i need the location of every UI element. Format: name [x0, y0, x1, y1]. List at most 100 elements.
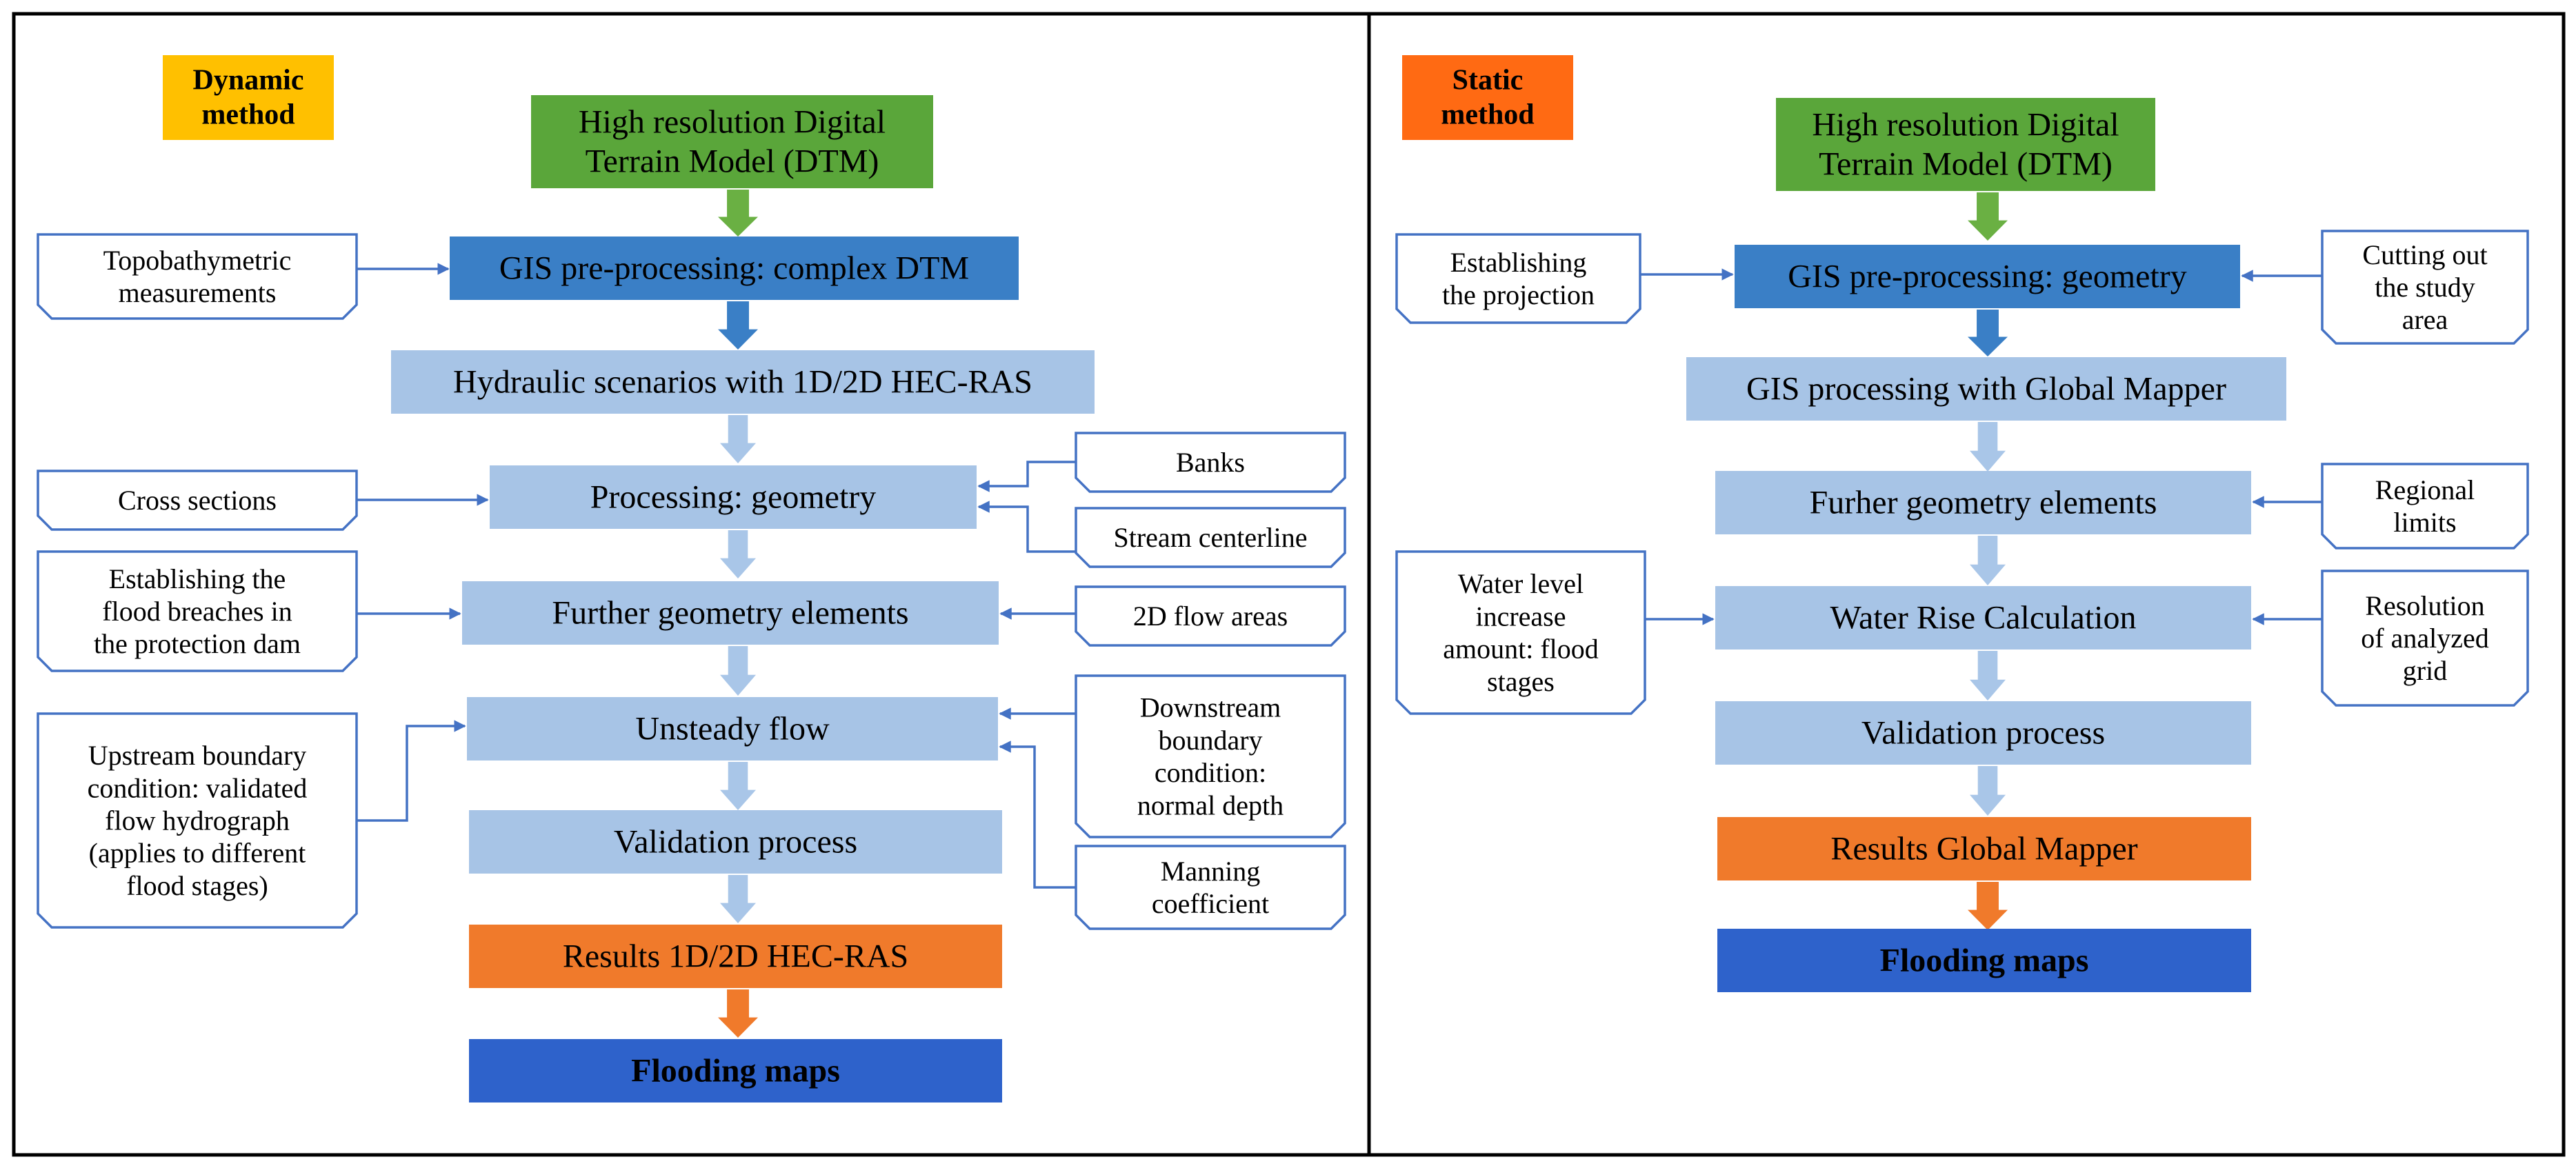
dynamic-results-box-label: Results 1D/2D HEC-RAS — [563, 938, 908, 975]
callout-projection-label-line: Establishing — [1450, 247, 1587, 278]
callout-manning — [1075, 845, 1346, 930]
callout-banks — [1075, 432, 1346, 493]
callout-2d-flow-areas-label-line: 2D flow areas — [1133, 601, 1288, 632]
dynamic-arrow-processing — [720, 530, 756, 578]
static-gis-preprocessing-box-label: GIS pre-processing: geometry — [1788, 259, 2187, 295]
callout-cutting-study-area-shape — [2321, 230, 2529, 345]
dynamic-method-label-label-line: method — [201, 99, 294, 130]
dynamic-arrow-gis — [718, 301, 758, 350]
dynamic-further-geometry-box — [462, 581, 999, 645]
callout-upstream-boundary-label-line: condition: validated — [88, 772, 308, 803]
callout-topobathymetric-label-line: Topobathymetric — [103, 245, 292, 276]
callout-water-level — [1395, 550, 1646, 715]
static-validation-box-shape — [1715, 701, 2251, 765]
dynamic-method-label-label-line: Dynamic — [193, 65, 304, 97]
callout-downstream-boundary-shape — [1075, 674, 1346, 838]
dynamic-arrow-dtm — [718, 190, 758, 236]
dynamic-arrow-hydraulic — [720, 415, 756, 463]
dynamic-dtm-box-label-line: Terrain Model (DTM) — [586, 143, 879, 179]
static-gis-processing-box — [1686, 357, 2286, 421]
static-results-box-shape — [1717, 817, 2251, 880]
callout-cutting-study-area-label-line: the study — [2375, 272, 2475, 303]
callout-banks-shape — [1075, 432, 1346, 493]
callout-downstream-boundary-label-line: Downstream — [1140, 692, 1281, 723]
static-dtm-box-label-line: High resolution Digital — [1812, 107, 2119, 143]
dynamic-gis-preprocessing-box-label: GIS pre-processing: complex DTM — [499, 250, 969, 287]
static-gis-processing-box-shape — [1686, 357, 2286, 421]
callout-downstream-boundary-label-line: condition: — [1155, 757, 1266, 788]
callout-banks-label: Banks — [1176, 447, 1245, 478]
callout-2d-flow-areas-shape — [1075, 585, 1346, 647]
dynamic-validation-box — [469, 810, 1002, 874]
callout-water-level-shape — [1395, 550, 1646, 715]
dynamic-dtm-box-label-line: High resolution Digital — [579, 104, 886, 141]
callout-topobathymetric-label-line: measurements — [119, 277, 277, 308]
static-arrow-gis-processing — [1970, 422, 2006, 472]
callout-regional-limits-shape — [2321, 463, 2529, 550]
static-results-box — [1717, 817, 2251, 880]
dynamic-unsteady-flow-box-label: Unsteady flow — [635, 711, 830, 747]
static-results-box-label-line: Results Global Mapper — [1830, 831, 2137, 867]
callout-upstream-boundary-label-line: Upstream boundary — [88, 740, 307, 771]
callout-manning-label-line: Manning — [1161, 856, 1260, 887]
static-water-rise-box — [1715, 586, 2251, 650]
dynamic-hydraulic-scenarios-box-label: Hydraulic scenarios with 1D/2D HEC-RAS — [453, 364, 1032, 401]
static-gis-processing-box-label-line: GIS processing with Global Mapper — [1746, 371, 2226, 407]
dynamic-gis-preprocessing-box-shape — [450, 236, 1019, 300]
dynamic-unsteady-flow-box — [467, 697, 998, 761]
dynamic-hydraulic-scenarios-box — [391, 350, 1095, 414]
callout-downstream-boundary — [1075, 674, 1346, 838]
dynamic-hydraulic-scenarios-box-label-line: Hydraulic scenarios with 1D/2D HEC-RAS — [453, 364, 1032, 401]
callout-water-level-label-line: increase — [1475, 601, 1566, 632]
static-flooding-maps-box — [1717, 929, 2251, 992]
dynamic-unsteady-flow-box-shape — [467, 697, 998, 761]
callout-stream-centerline-shape — [1075, 507, 1346, 568]
static-arrow-dtm — [1968, 192, 2008, 241]
callout-2d-flow-areas-label: 2D flow areas — [1133, 601, 1288, 632]
callout-flood-breaches-label-line: Establishing the — [109, 563, 286, 594]
static-water-rise-box-label: Water Rise Calculation — [1830, 600, 2137, 636]
static-arrow-water-rise — [1970, 651, 2006, 701]
dynamic-results-box — [469, 925, 1002, 988]
dynamic-dtm-box — [531, 95, 933, 188]
callout-resolution — [2321, 570, 2529, 707]
dynamic-further-geometry-box-shape — [462, 581, 999, 645]
callout-projection-shape — [1395, 233, 1641, 324]
callout-topobathymetric — [37, 233, 358, 320]
static-dtm-box-shape — [1776, 98, 2155, 191]
static-gis-preprocessing-box-label-line: GIS pre-processing: geometry — [1788, 259, 2187, 295]
static-gis-preprocessing-box-shape — [1735, 245, 2240, 308]
dynamic-results-box-shape — [469, 925, 1002, 988]
static-validation-box — [1715, 701, 2251, 765]
dynamic-validation-box-shape — [469, 810, 1002, 874]
callout-regional-limits — [2321, 463, 2529, 550]
dynamic-validation-box-label: Validation process — [614, 824, 857, 860]
dynamic-processing-geometry-box-shape — [490, 465, 977, 529]
callout-downstream-boundary-label-line: normal depth — [1137, 789, 1284, 820]
static-dtm-box — [1776, 98, 2155, 191]
static-water-rise-box-label-line: Water Rise Calculation — [1830, 600, 2137, 636]
callout-resolution-shape — [2321, 570, 2529, 707]
static-arrow-validation — [1970, 766, 2006, 816]
callout-resolution-label-line: Resolution — [2365, 590, 2484, 621]
dynamic-method-label — [163, 55, 334, 140]
connector-manning — [999, 741, 1076, 889]
dynamic-arrow-further — [720, 646, 756, 696]
dynamic-processing-geometry-box-label-line: Processing: geometry — [590, 479, 877, 516]
callout-2d-flow-areas — [1075, 585, 1346, 647]
callout-stream-centerline — [1075, 507, 1346, 568]
connector-banks — [977, 461, 1076, 492]
static-method-label — [1402, 55, 1573, 140]
callout-cutting-study-area — [2321, 230, 2529, 345]
callout-flood-breaches-label-line: the protection dam — [94, 628, 301, 659]
